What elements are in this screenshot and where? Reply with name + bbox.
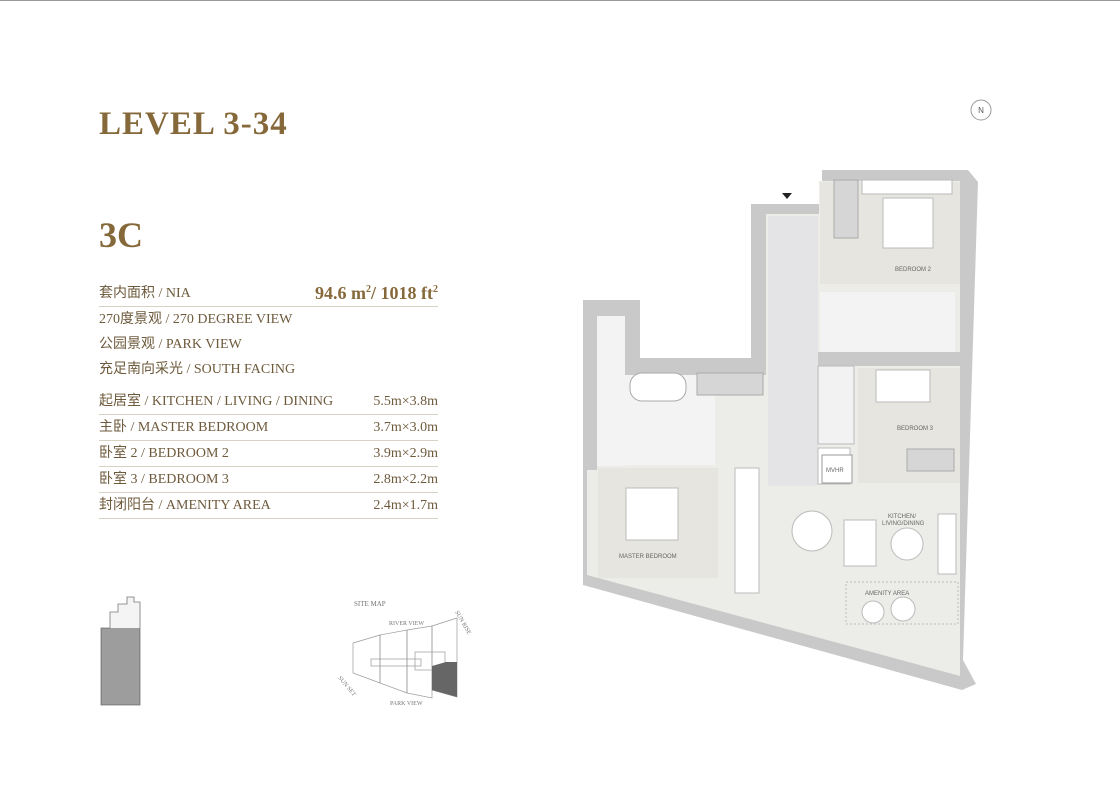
- bed-icon: [625, 487, 679, 541]
- room-label: LIVING/DINING: [882, 521, 925, 527]
- bathtub-icon: [629, 372, 687, 402]
- unit-type: 3C: [99, 215, 143, 255]
- feature-item: 公园景观 / PARK VIEW: [99, 337, 242, 352]
- top-border: [0, 0, 1120, 1]
- amenity-area-outline: [845, 581, 959, 625]
- page-title: LEVEL 3-34: [99, 106, 288, 142]
- bed-icon: [875, 369, 931, 403]
- kitchen-counter: [734, 467, 760, 594]
- dining-table: [791, 510, 833, 552]
- tower-elevation-icon: [100, 596, 141, 706]
- wardrobe: [833, 179, 859, 239]
- spec-summary: 套内面积 / NIA 94.6 m2/ 1018 ft2 270度景观 / 27…: [99, 278, 438, 382]
- site-map: SITE MAP RIVER VIEW PARK VIEW SUN RISE S…: [336, 600, 471, 707]
- site-map-title: SITE MAP: [354, 600, 386, 608]
- room-label: BEDROOM 2: [895, 267, 932, 273]
- nia-label: 套内面积 / NIA: [99, 286, 191, 301]
- nia-row: 套内面积 / NIA 94.6 m2/ 1018 ft2: [99, 278, 438, 307]
- room-label: MVHR: [826, 468, 844, 474]
- bed-icon: [882, 197, 934, 249]
- room-label: MASTER BEDROOM: [619, 554, 677, 560]
- room-label: BEDROOM 3: [897, 426, 934, 432]
- feature-item: 270度景观 / 270 DEGREE VIEW: [99, 312, 293, 327]
- entrance-arrow-icon: [782, 193, 792, 199]
- room-label: AMENITY AREA: [865, 591, 909, 597]
- sofa: [843, 519, 877, 567]
- nia-value: 94.6 m2/ 1018 ft2: [315, 283, 438, 303]
- river-view-label: RIVER VIEW: [389, 621, 424, 627]
- sunrise-label: SUN RISE: [453, 610, 472, 636]
- room-label: KITCHEN/: [888, 514, 916, 520]
- park-view-label: PARK VIEW: [390, 701, 423, 707]
- unit-location-highlight: [432, 662, 457, 697]
- floor-plan: BEDROOM 2 BEDROOM 3 MVHR KITCHEN/ LIVING…: [583, 170, 978, 690]
- svg-text:N: N: [978, 106, 984, 115]
- sunset-label: SUN SET: [336, 675, 356, 698]
- north-compass-icon: N: [970, 99, 992, 121]
- feature-item: 充足南向采光 / SOUTH FACING: [99, 362, 296, 377]
